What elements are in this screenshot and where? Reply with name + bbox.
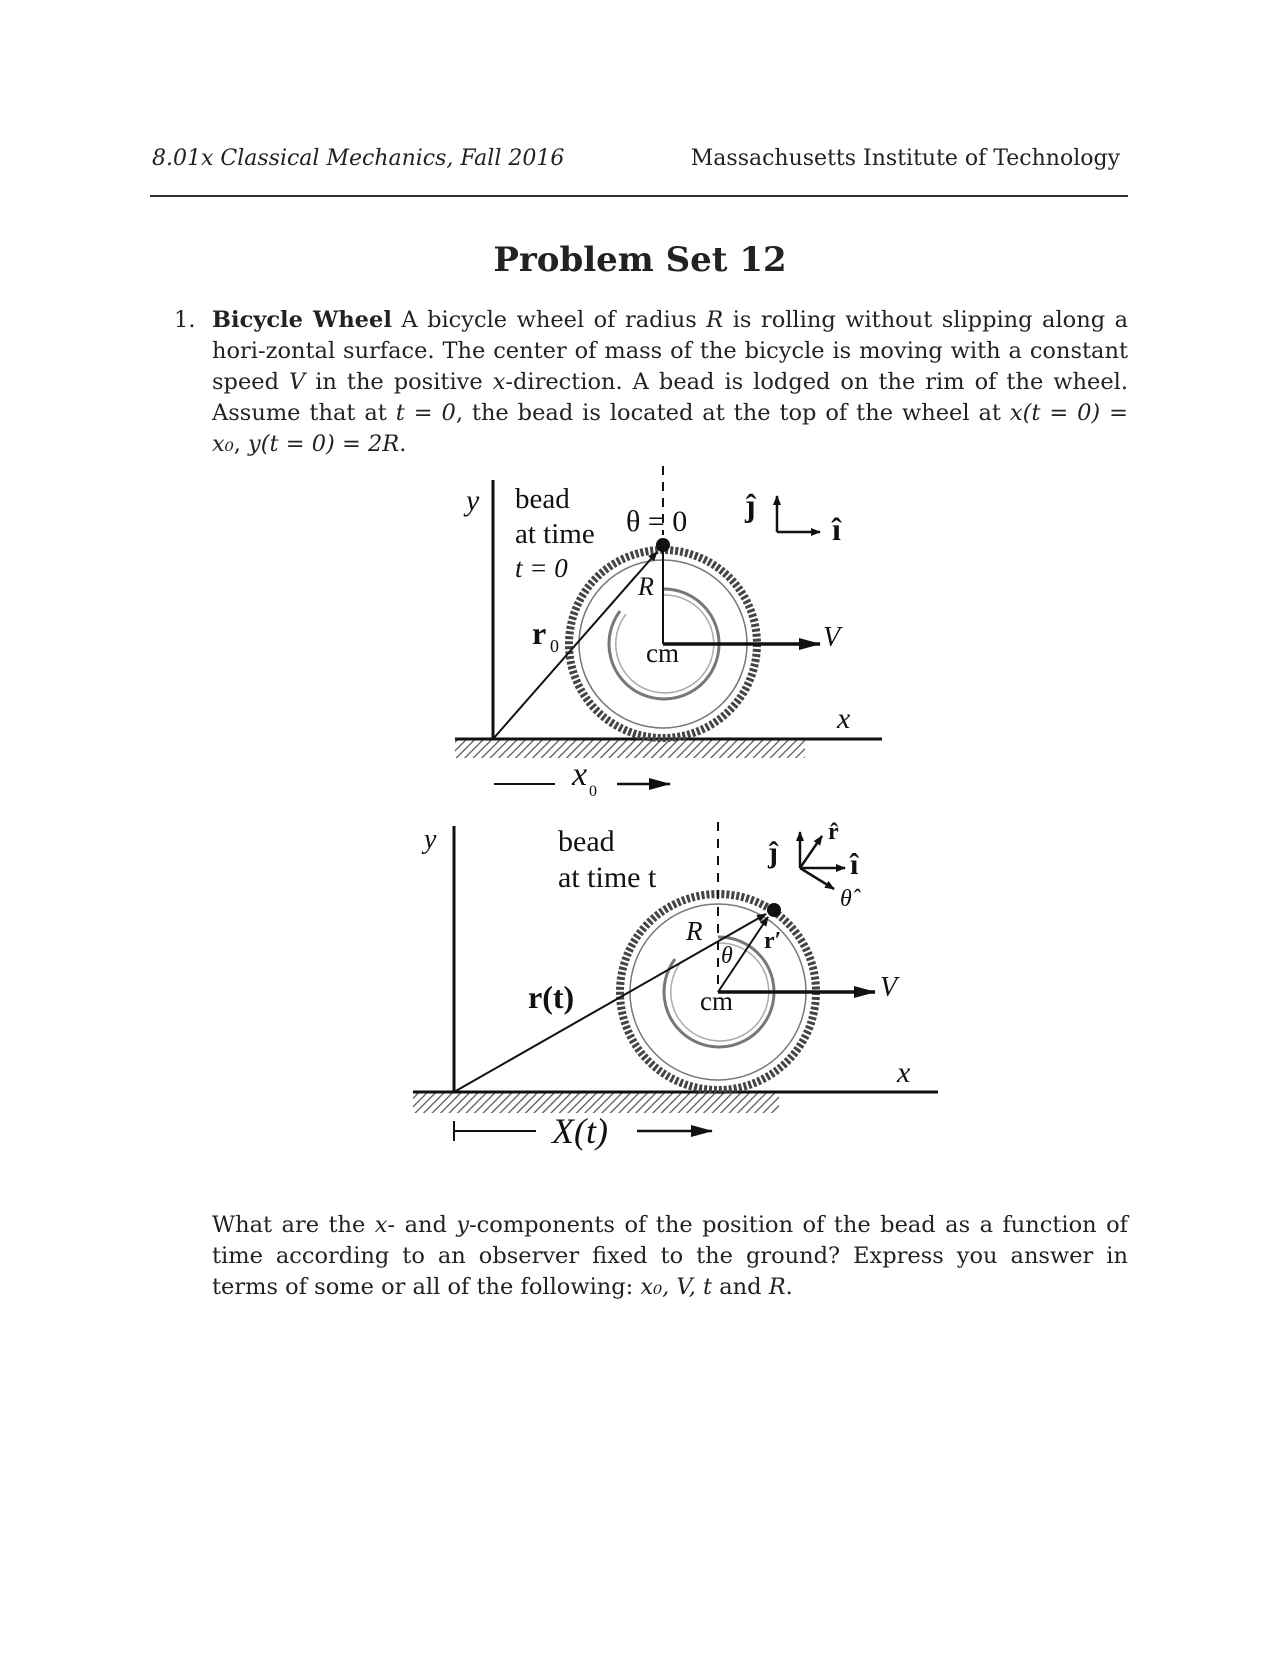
r-hat-vector (798, 835, 824, 869)
R-label-bottom: R (685, 916, 703, 946)
bead-label-bottom-2: at time t (558, 861, 657, 894)
theta0-label: θ = 0 (626, 505, 687, 538)
header-institution: Massachusetts Institute of Technology (690, 146, 1120, 171)
problem-number: 1. (174, 307, 196, 333)
var-x: x (492, 369, 506, 395)
ground-hatch-top (455, 740, 805, 758)
var-R: R (706, 307, 724, 333)
question-text: What are the x- and y-components of the … (212, 1210, 1128, 1303)
r-hat-label: r̂ (828, 819, 839, 845)
j-hat-label-bottom: ĵ (767, 836, 779, 869)
var-V: V (288, 369, 306, 395)
r0-sub-label: 0 (550, 636, 559, 656)
figure-bottom: y bead at time t ĵ r̂ î θ̂ R θ r′ r(t) c… (413, 819, 938, 1151)
bead-label-top-1: bead (515, 483, 570, 515)
wheel-hub-arc-top (607, 587, 721, 701)
figure-top: y bead at time t = 0 θ = 0 ĵ î R r 0 cm … (455, 466, 882, 800)
r0-label: r (532, 615, 546, 651)
i-hat-label-top: î (831, 511, 842, 547)
header-rule (150, 195, 1128, 197)
x-axis-label-top: x (836, 702, 851, 735)
j-hat-label-top: ĵ (744, 487, 757, 523)
q-vars: x₀, V, t (640, 1274, 713, 1300)
bead-label-top-3: t = 0 (515, 553, 568, 583)
wheel-hub-arc-inner-bottom (670, 942, 770, 1042)
cond-t0: t = 0 (395, 400, 456, 426)
bead-label-bottom-1: bead (558, 825, 615, 858)
ground-hatch-bottom (413, 1093, 779, 1113)
question-text-5: . (785, 1274, 793, 1300)
problem-statement: 1. Bicycle Wheel A bicycle wheel of radiu… (174, 305, 1128, 460)
x0-label: x (571, 756, 587, 793)
theta-hat-vector (799, 866, 835, 891)
cm-label-top: cm (646, 638, 679, 668)
y-axis-label-bottom: y (421, 824, 437, 855)
problem-text-2: is rolling without slipping along a hori… (212, 307, 1128, 395)
r-t-vector (453, 913, 767, 1093)
problem-text-5: , the bead is located at the top of the … (455, 400, 1010, 426)
problem-text-3: in the positive (305, 369, 493, 395)
R-label-top: R (637, 572, 654, 601)
q-var-x: x (374, 1212, 388, 1238)
V-label-bottom: V (880, 972, 900, 1003)
header-course: 8.01x Classical Mechanics, Fall 2016 (152, 146, 565, 171)
question-text-1: What are the (212, 1212, 375, 1238)
i-hat-label-bottom: î (849, 848, 859, 881)
bead-top (656, 538, 670, 552)
cond-x: x(t = 0) = x₀ (212, 400, 1128, 457)
page-title: Problem Set 12 (493, 240, 787, 280)
problem-text-6: . (399, 431, 407, 457)
problem-name: Bicycle Wheel (212, 307, 392, 333)
question-text-2: - and (387, 1212, 457, 1238)
V-label-top: V (823, 622, 843, 653)
q-var-y: y (456, 1212, 470, 1238)
x0-sub-label: 0 (589, 783, 597, 800)
wheel-hub-arc-bottom (662, 935, 776, 1049)
r-t-label: r(t) (528, 979, 574, 1015)
bead-bottom (767, 903, 781, 917)
y-axis-label-top: y (463, 484, 480, 517)
problem-text-4: -direction. A bead is lodged on the rim … (212, 369, 1128, 426)
question-text-4: and (712, 1274, 769, 1300)
wheel-hub-arc-inner-top (615, 594, 715, 694)
problem-comma: , (233, 431, 249, 457)
q-var-R: R (768, 1274, 786, 1300)
r-prime-label: r′ (764, 928, 781, 954)
r-prime-vector (717, 916, 769, 993)
theta-label-bottom: θ (721, 943, 733, 969)
cm-label-bottom: cm (700, 986, 733, 1016)
bead-label-top-2: at time (515, 518, 595, 550)
cond-y: y(t = 0) = 2R (248, 431, 400, 457)
theta-hat-label: θ̂ (840, 886, 861, 912)
question-text-3: -components of the position of the bead … (212, 1212, 1128, 1300)
x-axis-label-bottom: x (896, 1056, 911, 1089)
Xt-label: X(t) (550, 1111, 608, 1151)
r0-vector (492, 551, 658, 740)
problem-text-1: A bicycle wheel of radius (391, 307, 707, 333)
